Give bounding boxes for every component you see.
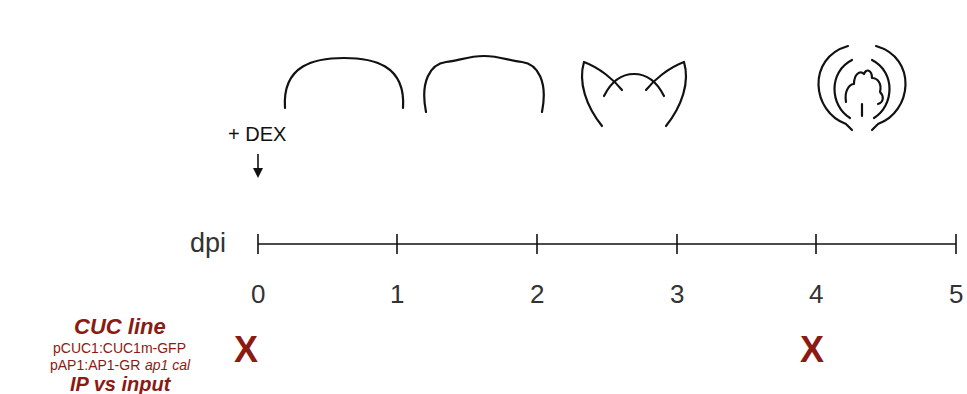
meristem-stage-2 [424,56,544,112]
sample-mark: X [234,330,258,370]
tick-number: 0 [251,280,265,309]
line-name: CUC line [74,315,166,339]
tick-number: 1 [390,280,404,309]
construct-name: pAP1:AP1-GR [50,358,140,373]
flower-bud [818,46,905,130]
tick-number: 2 [530,280,544,309]
dex-arrow [253,154,263,178]
treatment-label: + DEX [228,123,286,145]
tick-number: 4 [809,280,823,309]
sample-mark: X [800,330,824,370]
time-axis [258,234,956,254]
meristem-stage-3 [582,62,686,126]
method-name: IP vs input [70,373,170,394]
construct-name: pCUC1:CUC1m-GFP [53,341,186,356]
axis-title: dpi [190,229,226,259]
tick-number: 3 [670,280,684,309]
genotype-name: ap1 cal [145,358,190,373]
tick-number: 5 [949,280,963,309]
meristem-stage-1 [285,58,403,108]
